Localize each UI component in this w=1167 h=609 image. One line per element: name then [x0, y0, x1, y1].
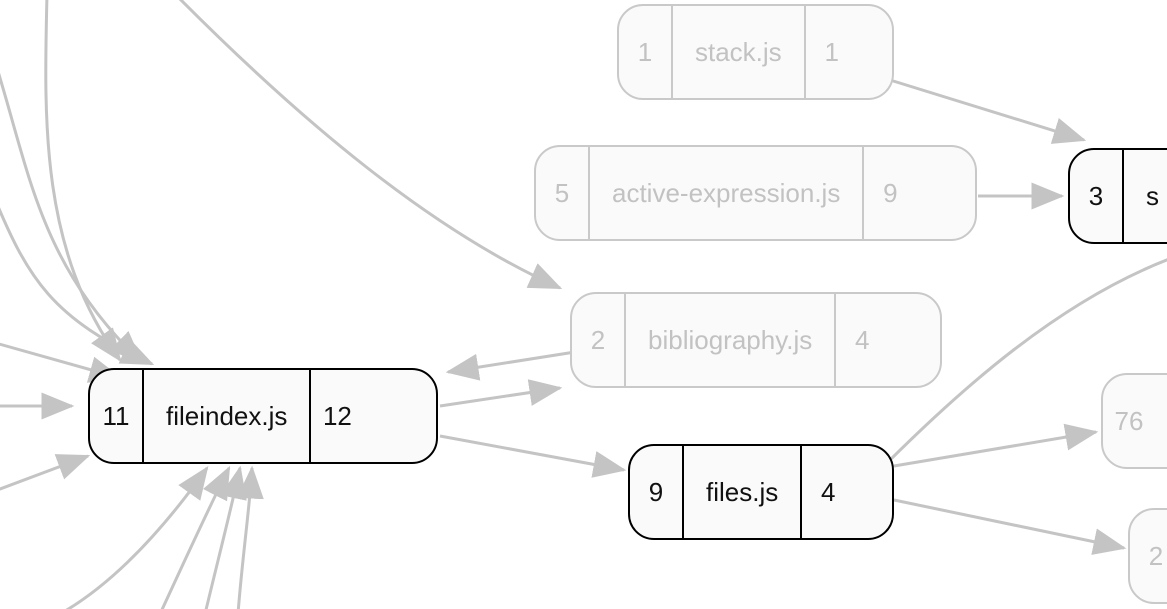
node-active-expression-js-in-count: 5 — [554, 177, 570, 208]
node-bibliography-js-out-count: 4 — [855, 324, 870, 355]
node-stack-js-in-count: 1 — [637, 36, 653, 67]
node-clipped-right-top[interactable]: 3 s — [1068, 148, 1167, 244]
node-active-expression-js-out-count: 9 — [883, 177, 898, 208]
edge-incoming-bottom-2 — [160, 465, 231, 609]
edge-incoming-top-1 — [44, 0, 122, 362]
node-clipped-right-mid-in-count: 76 — [1114, 405, 1144, 436]
node-stack-js-label: stack.js — [671, 6, 806, 98]
edge-files-to-right-2 — [893, 498, 1127, 555]
edge-fileindex-to-bibliography — [439, 379, 563, 408]
edge-incoming-bottom-4 — [236, 465, 264, 609]
node-bibliography-js-label: bibliography.js — [624, 294, 837, 386]
node-fileindex-js-out-count: 12 — [322, 400, 352, 431]
node-clipped-right-bottom-in-count: 2 — [1148, 540, 1164, 571]
node-clipped-right-mid[interactable]: 76 — [1101, 373, 1167, 469]
node-active-expression-js[interactable]: 5 active-expression.js 9 — [534, 145, 977, 241]
edge-incoming-bottom-1 — [65, 466, 209, 609]
edge-incoming-left-3 — [0, 454, 91, 491]
node-active-expression-js-label: active-expression.js — [588, 147, 865, 239]
node-fileindex-js-in-count: 11 — [102, 400, 130, 431]
node-fileindex-js[interactable]: 11 fileindex.js 12 — [88, 368, 438, 464]
node-files-js[interactable]: 9 files.js 4 — [628, 444, 894, 540]
edge-stack-to-right — [889, 78, 1087, 144]
node-bibliography-js-in-count: 2 — [590, 324, 606, 355]
node-clipped-right-bottom[interactable]: 2 — [1128, 508, 1167, 604]
edge-fileindex-to-files — [439, 434, 627, 478]
node-fileindex-js-label: fileindex.js — [142, 370, 312, 462]
node-bibliography-js[interactable]: 2 bibliography.js 4 — [570, 292, 942, 388]
node-files-js-in-count: 9 — [648, 476, 664, 507]
node-stack-js-out-count: 1 — [824, 36, 839, 67]
node-files-js-out-count: 4 — [821, 476, 836, 507]
edge-files-to-right-76 — [893, 423, 1099, 468]
edge-top-to-bibliography — [178, 0, 563, 290]
node-clipped-right-top-in-count: 3 — [1088, 180, 1104, 211]
node-clipped-right-top-label: s — [1122, 150, 1167, 242]
node-stack-js[interactable]: 1 stack.js 1 — [617, 4, 894, 100]
edge-incoming-top-3 — [0, 207, 155, 366]
edge-incoming-top-2 — [0, 72, 143, 364]
node-files-js-label: files.js — [682, 446, 803, 538]
edge-bibliography-to-fileindex — [445, 350, 576, 381]
edge-incoming-bottom-3 — [204, 465, 247, 609]
